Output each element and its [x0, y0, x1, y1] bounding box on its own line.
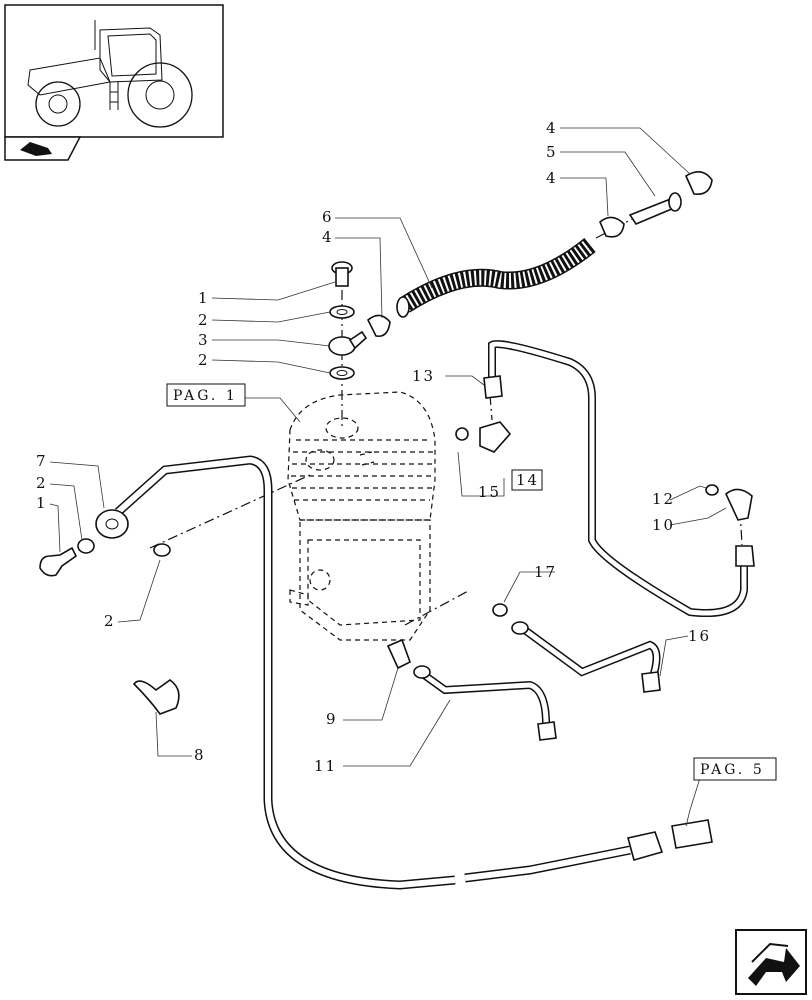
- callout-14[interactable]: 14: [516, 471, 539, 489]
- banjo-stack-top: [328, 261, 368, 380]
- callout-5[interactable]: 5: [546, 143, 558, 161]
- callout-9[interactable]: 9: [326, 710, 338, 728]
- callout-2[interactable]: 2: [36, 474, 48, 492]
- tractor-thumbnail[interactable]: [4, 4, 224, 138]
- callout-8[interactable]: 8: [194, 746, 206, 764]
- pipe-11: [386, 638, 557, 741]
- callout-6[interactable]: 6: [322, 208, 334, 226]
- callout-10[interactable]: 10: [652, 516, 675, 534]
- page-ref-1-label: PAG. 1: [173, 388, 238, 404]
- callout-labels: 1 2 3 2 4 6 4 5 4 13 15 12 10 7 2 1 2 17…: [36, 119, 711, 775]
- pipe-16: [492, 603, 661, 693]
- callout-4[interactable]: 4: [546, 169, 558, 187]
- pipe-7: [39, 455, 713, 890]
- leader-lines: [49, 127, 727, 827]
- next-page-arrow-icon[interactable]: [735, 929, 807, 995]
- callout-2[interactable]: 2: [198, 351, 210, 369]
- section-marker-icon: [4, 136, 82, 161]
- callout-14-box[interactable]: 14: [511, 469, 543, 491]
- callout-4[interactable]: 4: [546, 119, 558, 137]
- callout-2[interactable]: 2: [104, 612, 116, 630]
- page-ref-1[interactable]: PAG. 1: [166, 383, 246, 407]
- callout-16[interactable]: 16: [688, 627, 711, 645]
- pipe-13: [455, 340, 755, 617]
- pipe-clip: [132, 679, 180, 715]
- callout-3[interactable]: 3: [198, 331, 210, 349]
- air-compressor: [287, 391, 436, 641]
- callout-4[interactable]: 4: [322, 228, 334, 246]
- callout-11[interactable]: 11: [314, 757, 337, 775]
- callout-1[interactable]: 1: [36, 494, 48, 512]
- callout-7[interactable]: 7: [36, 452, 48, 470]
- callout-17[interactable]: 17: [534, 563, 557, 581]
- callout-15[interactable]: 15: [478, 483, 501, 501]
- callout-13[interactable]: 13: [412, 367, 435, 385]
- flexible-hose: [367, 171, 713, 338]
- page-ref-5-label: PAG. 5: [700, 762, 765, 778]
- callout-1[interactable]: 1: [198, 289, 210, 307]
- callout-2[interactable]: 2: [198, 311, 210, 329]
- callout-12[interactable]: 12: [652, 490, 675, 508]
- page-ref-5[interactable]: PAG. 5: [693, 757, 777, 781]
